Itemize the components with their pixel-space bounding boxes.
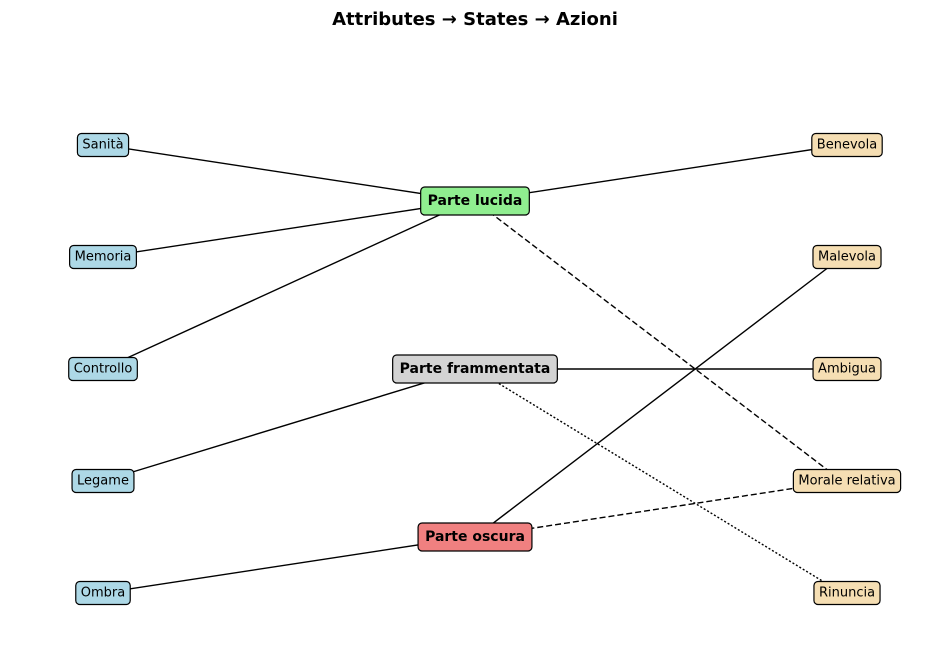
node-morale: Morale relativa <box>792 468 902 494</box>
node-label-oscura: Parte oscura <box>425 529 525 545</box>
node-box-lucida <box>420 186 530 216</box>
node-label-malevola: Malevola <box>818 250 876 265</box>
node-box-benevola <box>811 132 883 158</box>
node-box-sanita <box>76 132 130 158</box>
edge-controllo-to-lucida <box>102 200 471 370</box>
edge-oscura-to-morale <box>474 478 843 538</box>
node-malevola: Malevola <box>812 244 882 270</box>
node-label-lucida: Parte lucida <box>428 193 523 209</box>
node-benevola: Benevola <box>811 132 883 158</box>
edge-lucida-to-morale <box>474 200 843 482</box>
edge-legame-to-frammentata <box>102 367 471 482</box>
edge-ombra-to-oscura <box>102 534 471 594</box>
node-box-controllo <box>68 356 138 382</box>
node-box-ombra <box>75 580 131 606</box>
edges-layer <box>102 142 843 594</box>
node-box-memoria <box>69 244 137 270</box>
node-frammentata: Parte frammentata <box>392 354 558 384</box>
node-label-rinuncia: Rinuncia <box>819 586 875 601</box>
edge-memoria-to-lucida <box>102 198 471 258</box>
node-legame: Legame <box>71 468 135 494</box>
edge-lucida-to-benevola <box>474 142 843 202</box>
node-lucida: Parte lucida <box>420 186 530 216</box>
node-oscura: Parte oscura <box>417 522 533 552</box>
diagram-title: Attributes → States → Azioni <box>332 9 618 30</box>
node-label-controllo: Controllo <box>74 362 133 377</box>
node-ambigua: Ambigua <box>812 356 882 382</box>
edge-frammentata-to-rinuncia <box>474 368 843 594</box>
node-controllo: Controllo <box>68 356 138 382</box>
node-ombra: Ombra <box>75 580 131 606</box>
node-box-oscura <box>417 522 533 552</box>
node-box-ambigua <box>812 356 882 382</box>
node-label-legame: Legame <box>77 474 129 489</box>
node-label-morale: Morale relativa <box>798 474 895 489</box>
node-sanita: Sanità <box>76 132 130 158</box>
node-label-frammentata: Parte frammentata <box>400 361 551 377</box>
edge-oscura-to-malevola <box>474 256 843 538</box>
edge-sanita-to-lucida <box>102 144 471 204</box>
node-label-ombra: Ombra <box>81 586 125 601</box>
node-box-morale <box>792 468 902 494</box>
node-label-sanita: Sanità <box>82 138 123 153</box>
node-label-benevola: Benevola <box>817 138 877 153</box>
node-label-ambigua: Ambigua <box>818 362 876 377</box>
node-box-rinuncia <box>813 580 881 606</box>
node-box-malevola <box>812 244 882 270</box>
node-rinuncia: Rinuncia <box>813 580 881 606</box>
node-label-memoria: Memoria <box>75 250 132 265</box>
node-box-frammentata <box>392 354 558 384</box>
node-memoria: Memoria <box>69 244 137 270</box>
node-box-legame <box>71 468 135 494</box>
